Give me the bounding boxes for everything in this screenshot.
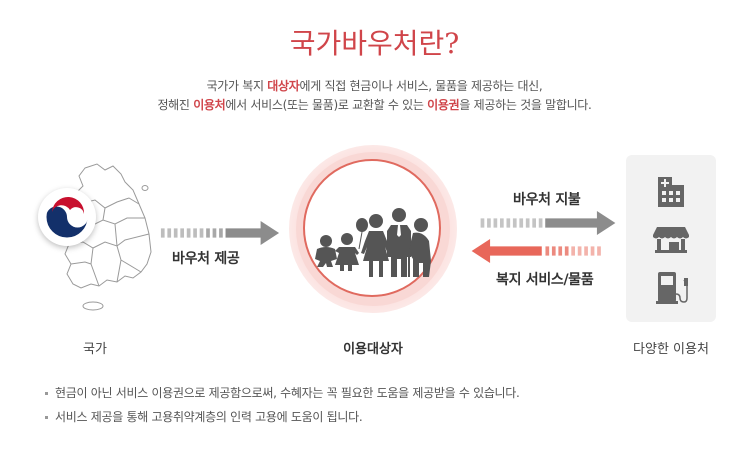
voucher-provide-label: 바우처 제공 [172, 251, 240, 267]
recipient-label: 이용대상자 [343, 342, 403, 357]
welfare-service-arrow [471, 239, 601, 263]
description-line-1: 국가가 복지 대상자에게 직접 현금이나 서비스, 물품을 제공하는 대신, [206, 79, 543, 93]
benefits-list: 현금이 아닌 서비스 이용권으로 제공함으로써, 수혜자는 꼭 필요한 도움을 … [43, 381, 520, 429]
benefit-item: 현금이 아닌 서비스 이용권으로 제공함으로써, 수혜자는 꼭 필요한 도움을 … [43, 381, 520, 405]
highlight-provider: 이용처 [193, 98, 226, 112]
providers-panel [626, 155, 716, 322]
welfare-service-label: 복지 서비스/물품 [496, 272, 594, 288]
benefit-item: 서비스 제공을 통해 고용취약계층의 인력 고용에 도움이 됩니다. [43, 405, 520, 429]
voucher-pay-arrow [480, 211, 616, 235]
recipient-circle [303, 159, 441, 297]
description-line-2: 정해진 이용처에서 서비스(또는 물품)로 교환할 수 있는 이용권을 제공하는… [157, 98, 592, 112]
providers-label: 다양한 이용처 [633, 342, 709, 357]
highlight-recipient: 대상자 [267, 79, 300, 93]
hospital-icon [658, 177, 684, 207]
taegeuk-icon [45, 195, 89, 239]
description: 국가가 복지 대상자에게 직접 현금이나 서비스, 물품을 제공하는 대신, 정… [0, 77, 749, 115]
page-title: 국가바우처란? [289, 27, 460, 60]
highlight-voucher: 이용권 [427, 98, 460, 112]
family-icon [315, 208, 431, 277]
government-emblem [38, 188, 96, 246]
voucher-pay-label: 바우처 지불 [513, 192, 581, 208]
state-label: 국가 [83, 342, 107, 357]
voucher-provide-arrow [160, 221, 280, 245]
store-icon [653, 227, 689, 253]
gas-station-icon [656, 272, 688, 304]
